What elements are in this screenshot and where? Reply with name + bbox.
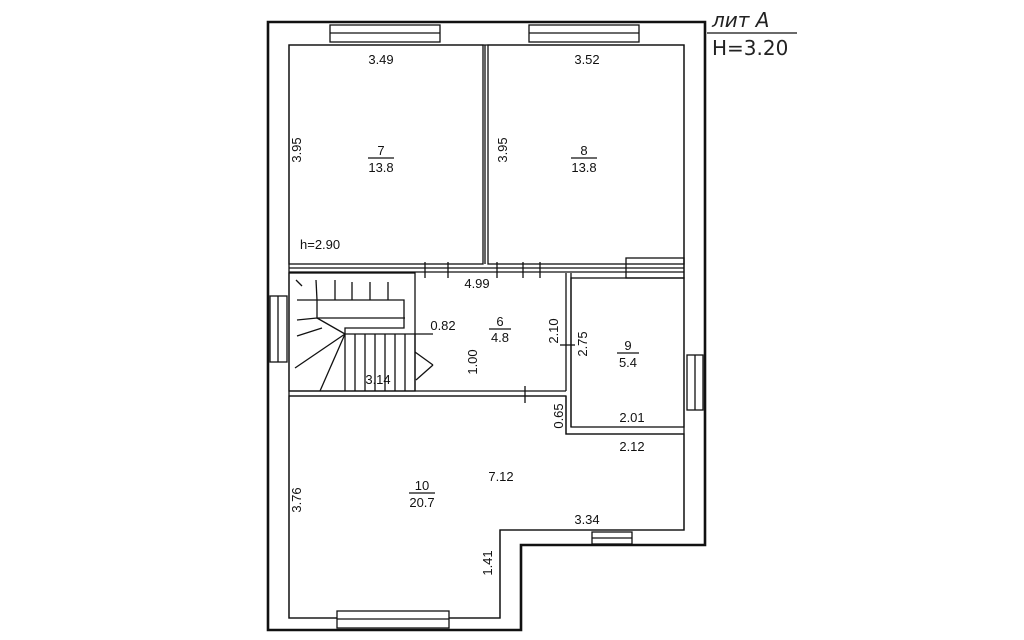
room-8-walls	[487, 44, 685, 265]
stair-landing-outline	[297, 299, 405, 391]
title-height: H=3.20	[712, 36, 788, 60]
room-label-7: 7 13.8	[368, 143, 394, 175]
room-number: 8	[580, 143, 587, 158]
stair-flight-arrow-a	[414, 351, 434, 366]
dim-r10-depth: 3.76	[289, 487, 304, 512]
dim-r8-depth: 3.95	[495, 137, 510, 162]
dim-stair-len: 3.14	[365, 372, 390, 387]
title-block: лит А H=3.20	[707, 8, 797, 60]
dim-r10-notch: 1.41	[480, 550, 495, 575]
staircase	[294, 279, 434, 392]
dim-r8-width: 3.52	[574, 52, 599, 67]
stair-winder-7	[296, 317, 318, 321]
dim-r7-depth: 3.95	[289, 137, 304, 162]
room-number: 7	[377, 143, 384, 158]
room-number: 10	[415, 478, 429, 493]
stair-winder-2	[315, 279, 318, 301]
room-label-10: 10 20.7	[409, 478, 435, 510]
dim-r9-depth: 2.75	[575, 331, 590, 356]
stair-flight-diag	[294, 333, 346, 369]
room-7-walls	[288, 44, 484, 265]
dim-r7-width: 3.49	[368, 52, 393, 67]
room-area: 5.4	[619, 355, 637, 370]
outer-wall	[266, 20, 707, 632]
stair-winder-9	[316, 317, 346, 335]
dim-r10-length: 7.12	[488, 469, 513, 484]
stair-flight-diag2	[319, 333, 346, 392]
dim-stair-width: 1.00	[465, 349, 480, 374]
room-area: 20.7	[409, 495, 434, 510]
dimensions: 3.49 3.95 3.52 3.95 4.99 0.82 2.10 2.75 …	[289, 52, 645, 576]
ceiling-height: h=2.90	[300, 237, 340, 252]
room-area: 13.8	[571, 160, 596, 175]
room-10-walls	[288, 395, 685, 619]
room-label-9: 9 5.4	[617, 338, 639, 370]
dim-corridor-width: 4.99	[464, 276, 489, 291]
dim-hall-b: 2.10	[546, 318, 561, 343]
room-number: 6	[496, 314, 503, 329]
vent-shaft	[625, 257, 685, 279]
dim-step-width: 2.12	[619, 439, 644, 454]
dim-hall-a: 0.82	[430, 318, 455, 333]
dim-step-depth: 0.65	[551, 403, 566, 428]
room-label-8: 8 13.8	[571, 143, 597, 175]
stair-winder-1	[295, 279, 303, 287]
dim-r10-right: 3.34	[574, 512, 599, 527]
room-label-6: 6 4.8	[489, 314, 511, 345]
stair-winder-8	[296, 327, 323, 337]
room-area: 4.8	[491, 330, 509, 345]
stair-inner-outline	[316, 300, 405, 319]
dim-r9-width: 2.01	[619, 410, 644, 425]
room-number: 9	[624, 338, 631, 353]
stair-flight-arrow-b	[415, 364, 434, 381]
title-lit: лит А	[711, 8, 769, 32]
room-area: 13.8	[368, 160, 393, 175]
